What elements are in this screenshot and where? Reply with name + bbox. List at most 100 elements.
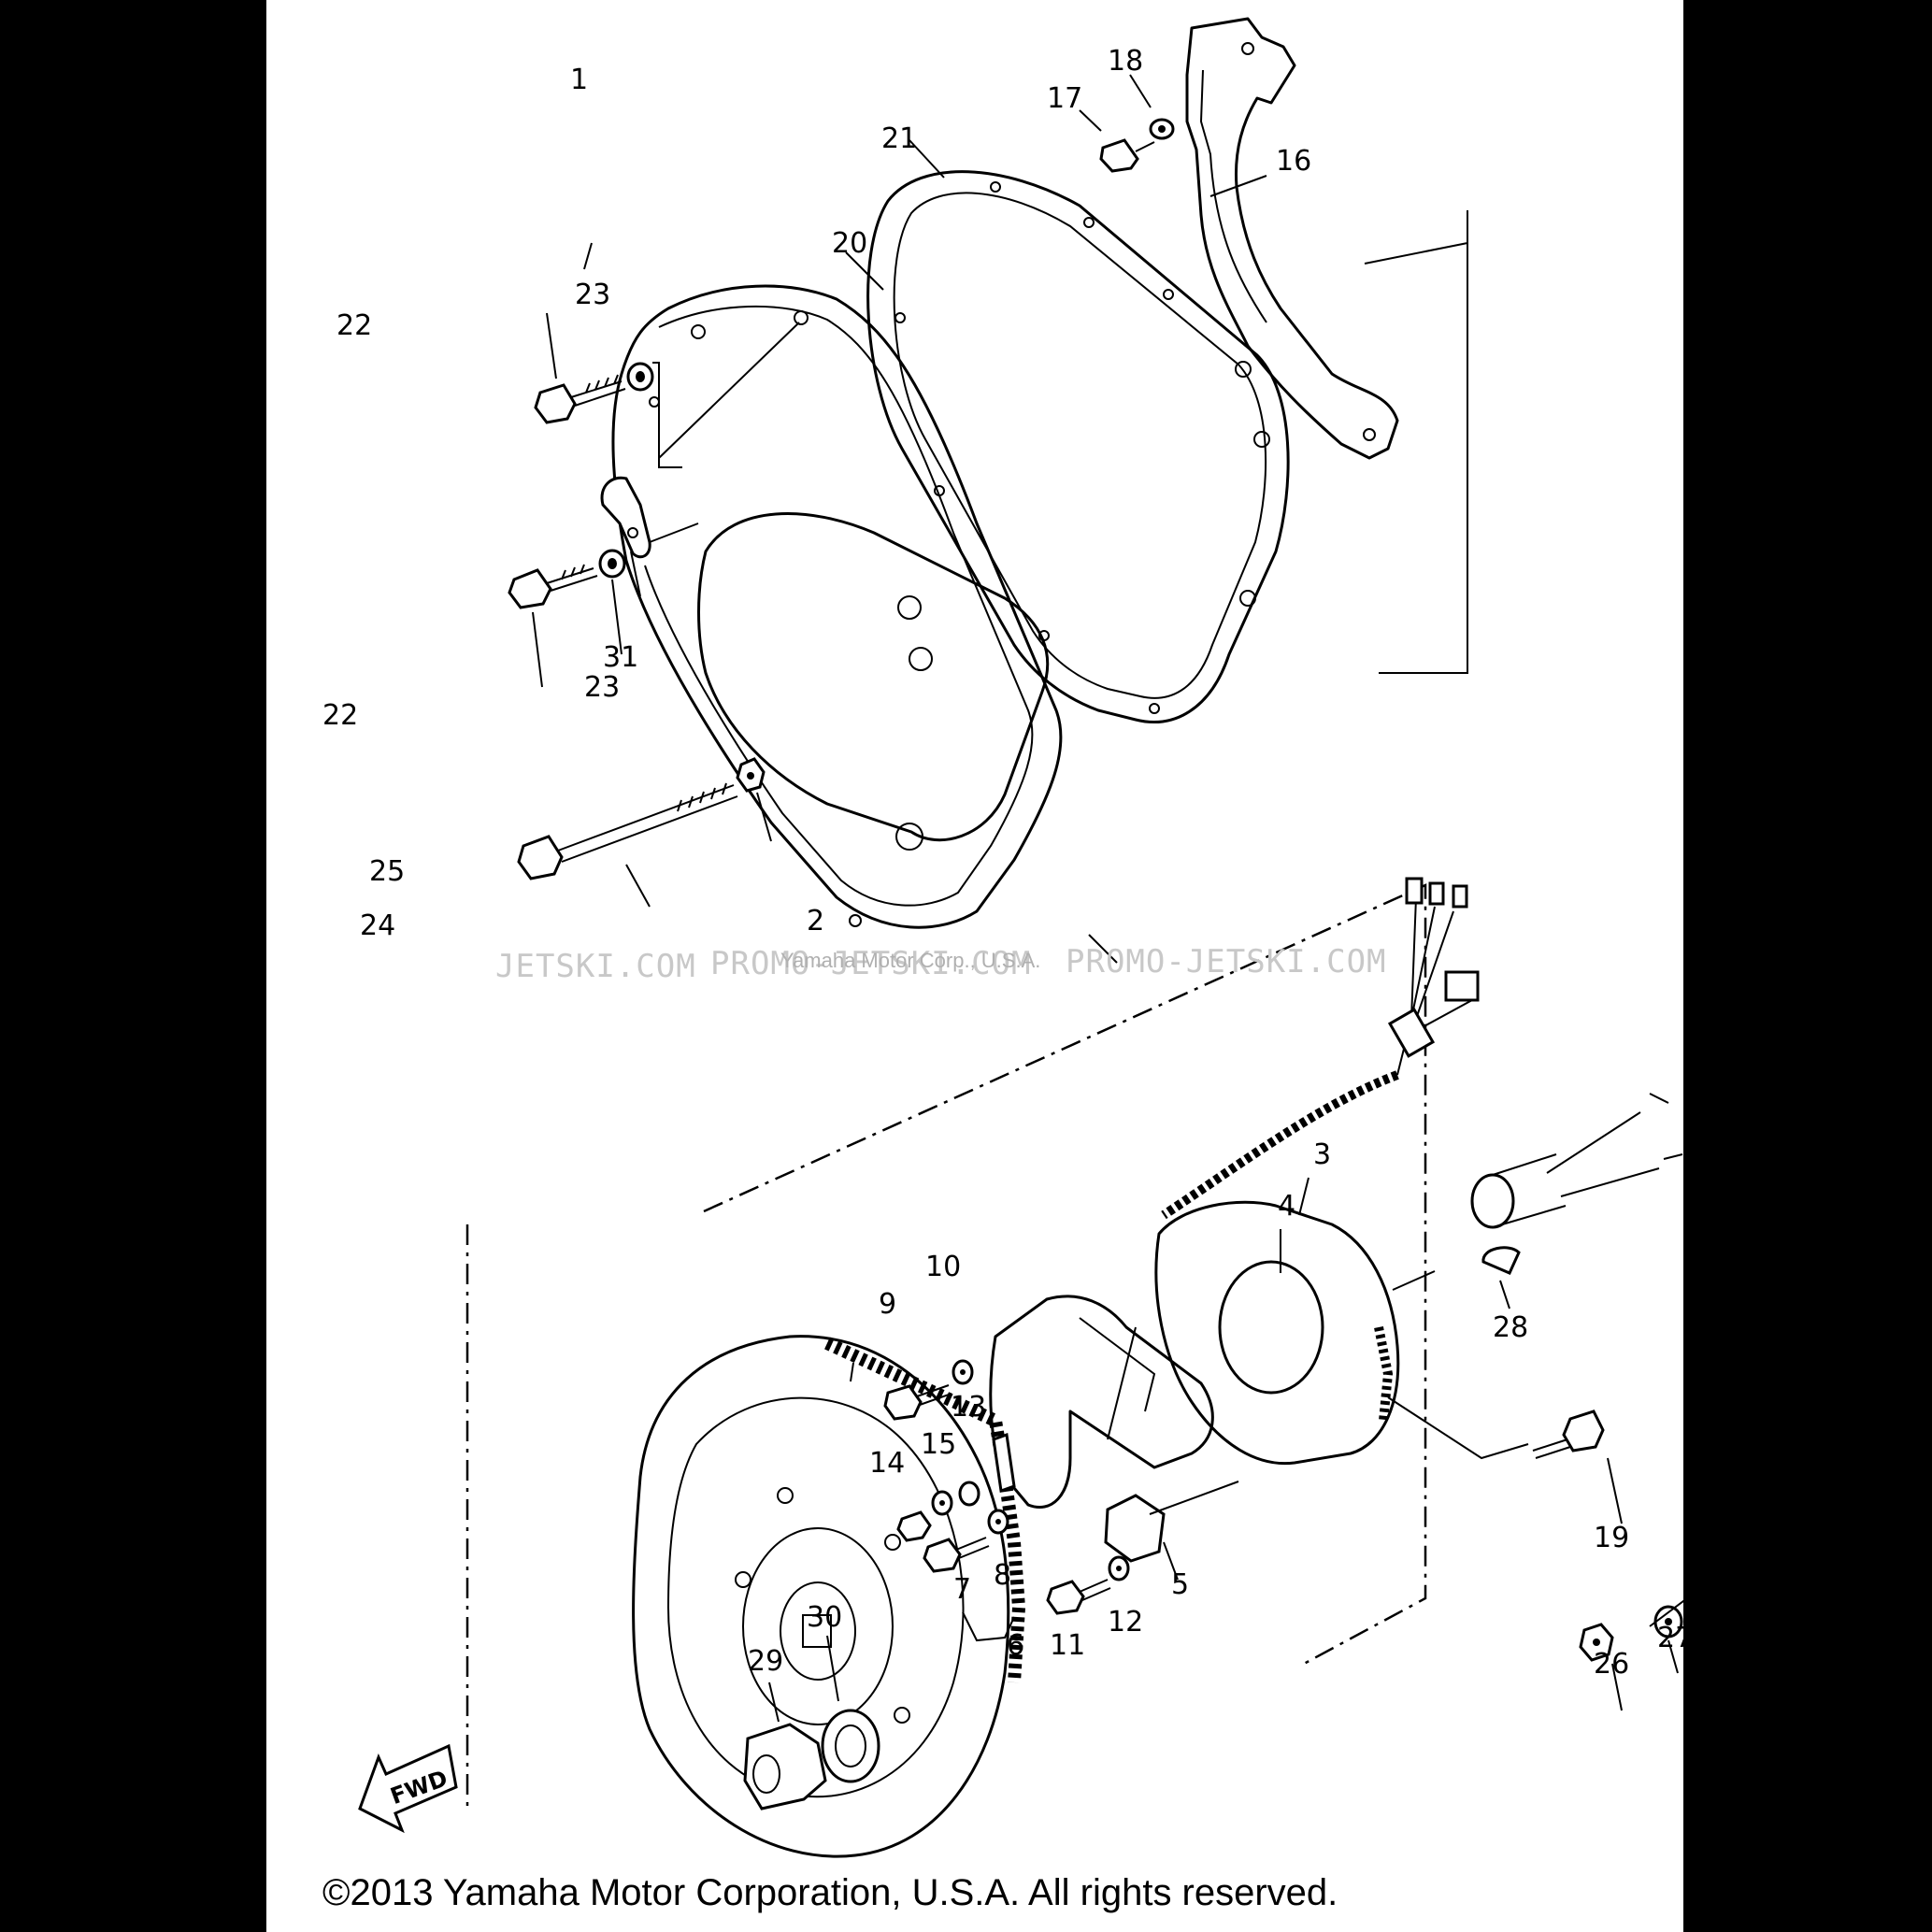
washer-27 — [1653, 1605, 1683, 1639]
lead-13 — [992, 1432, 1016, 1494]
watermark-left: JETSKI.COM — [495, 948, 696, 985]
leader-5 — [1163, 1541, 1179, 1581]
charge-coil-4 — [989, 1295, 1214, 1509]
callout-14: 14 — [869, 1447, 905, 1480]
washer-18 — [1149, 118, 1175, 140]
diagram-sheet: FWD — [266, 0, 1683, 1932]
leader-21 — [909, 139, 945, 179]
flywheel-ring-gear — [824, 1337, 1026, 1683]
leader-29 — [768, 1682, 780, 1723]
cover-20-flange — [644, 305, 1034, 907]
plate-hole — [1241, 42, 1254, 55]
screw-7 — [923, 1537, 990, 1573]
callout-31: 31 — [603, 641, 638, 674]
callout-4: 4 — [1278, 1190, 1295, 1223]
copyright-notice: ©2013 Yamaha Motor Corporation, U.S.A. A… — [322, 1872, 1338, 1913]
nut-26 — [1579, 1623, 1614, 1662]
leader-26 — [1611, 1663, 1623, 1711]
bolt-24 — [517, 782, 738, 880]
screw-11 — [1046, 1579, 1111, 1615]
harness-terminal — [1428, 881, 1445, 906]
gasket-outer — [866, 170, 1290, 723]
leader-19-bracket — [1387, 1396, 1529, 1460]
callout-22-bottom: 22 — [322, 699, 358, 732]
leader-20 — [845, 251, 884, 291]
callout-18: 18 — [1108, 45, 1143, 78]
callout-27: 27 — [1657, 1622, 1683, 1654]
callout-6: 6 — [1007, 1629, 1024, 1662]
callout-5: 5 — [1171, 1568, 1189, 1601]
leader-3 — [1298, 1177, 1309, 1216]
callout-24: 24 — [360, 909, 395, 942]
callout-20: 20 — [832, 227, 867, 260]
callout-21: 21 — [881, 122, 917, 155]
harness-grommet — [1387, 1008, 1436, 1058]
flywheel-1-rim — [632, 1335, 1010, 1858]
callout-9: 9 — [879, 1288, 896, 1321]
callout-29: 29 — [748, 1645, 783, 1678]
callout-13: 13 — [951, 1391, 986, 1424]
callout-2: 2 — [807, 905, 824, 937]
fwd-arrow-icon: FWD — [358, 1743, 458, 1834]
leader-27 — [1667, 1639, 1679, 1674]
cover-bolt-bosses — [649, 310, 933, 927]
leader-bracket-6 — [962, 1611, 1015, 1642]
callout-15: 15 — [921, 1428, 956, 1461]
leader-22-to-cover — [658, 322, 800, 459]
screw-9 — [883, 1384, 952, 1421]
plate-16 — [1185, 17, 1399, 460]
leader-23-bottom — [611, 579, 623, 655]
bracket-line-upper — [1379, 210, 1468, 674]
leader-18 — [1129, 74, 1152, 108]
callout-23-bottom: 23 — [584, 671, 620, 704]
callout-3: 3 — [1313, 1138, 1331, 1171]
callout-22-top: 22 — [336, 309, 372, 342]
leader-27-bracket — [1649, 1599, 1683, 1627]
callout-30: 30 — [807, 1601, 842, 1634]
bolt-19 — [1532, 1410, 1605, 1459]
nut-29 — [743, 1723, 827, 1810]
leader-31 — [630, 551, 641, 597]
callout-11: 11 — [1050, 1629, 1085, 1662]
washer-23-top — [626, 362, 654, 392]
harness-connector — [1444, 970, 1480, 1002]
harness-terminal — [1405, 877, 1424, 905]
charge-coil-detail — [1079, 1317, 1156, 1440]
callout-12: 12 — [1108, 1606, 1143, 1639]
leader-23-top — [583, 242, 593, 270]
watermark-overlay: Yamaha Motor Corp., U.S.A. — [780, 949, 1040, 972]
gasket-inner — [893, 192, 1267, 699]
flywheel-1-face — [666, 1396, 965, 1798]
screw-17 — [1099, 138, 1155, 173]
washer-30 — [821, 1709, 880, 1783]
leader-28 — [1499, 1280, 1510, 1309]
washer-10 — [952, 1359, 974, 1385]
washer-15 — [931, 1481, 980, 1516]
leader-17 — [1079, 109, 1102, 132]
watermark-right: PROMO-JETSKI.COM — [1066, 943, 1387, 980]
exploded-parts-diagram: FWD — [322, 17, 1683, 1858]
callout-19: 19 — [1594, 1522, 1629, 1554]
leader-31-cover — [649, 522, 699, 543]
leader-30 — [826, 1635, 839, 1702]
stator-plate-bore — [1218, 1260, 1324, 1395]
stator-plate-teeth — [1374, 1326, 1394, 1422]
leader-2 — [1088, 934, 1118, 964]
callout-23-top: 23 — [575, 279, 610, 311]
callout-25: 25 — [369, 855, 405, 888]
washer-23-bottom — [598, 549, 626, 579]
plate-16-edge — [1199, 69, 1267, 323]
callout-28: 28 — [1493, 1311, 1528, 1344]
harness-terminal — [1452, 884, 1468, 909]
crankshaft-taper — [1470, 1093, 1683, 1229]
leader-19 — [1607, 1457, 1623, 1524]
callout-26: 26 — [1594, 1648, 1629, 1681]
flywheel-key-slot — [802, 1614, 832, 1648]
leader-24 — [625, 864, 651, 908]
leader-shaft — [1392, 1270, 1436, 1291]
callout-10: 10 — [925, 1251, 961, 1283]
pulser-coil-5 — [1104, 1481, 1239, 1563]
bolt-22-top — [534, 374, 626, 424]
callout-8: 8 — [994, 1559, 1011, 1592]
clamp-31 — [600, 476, 651, 559]
